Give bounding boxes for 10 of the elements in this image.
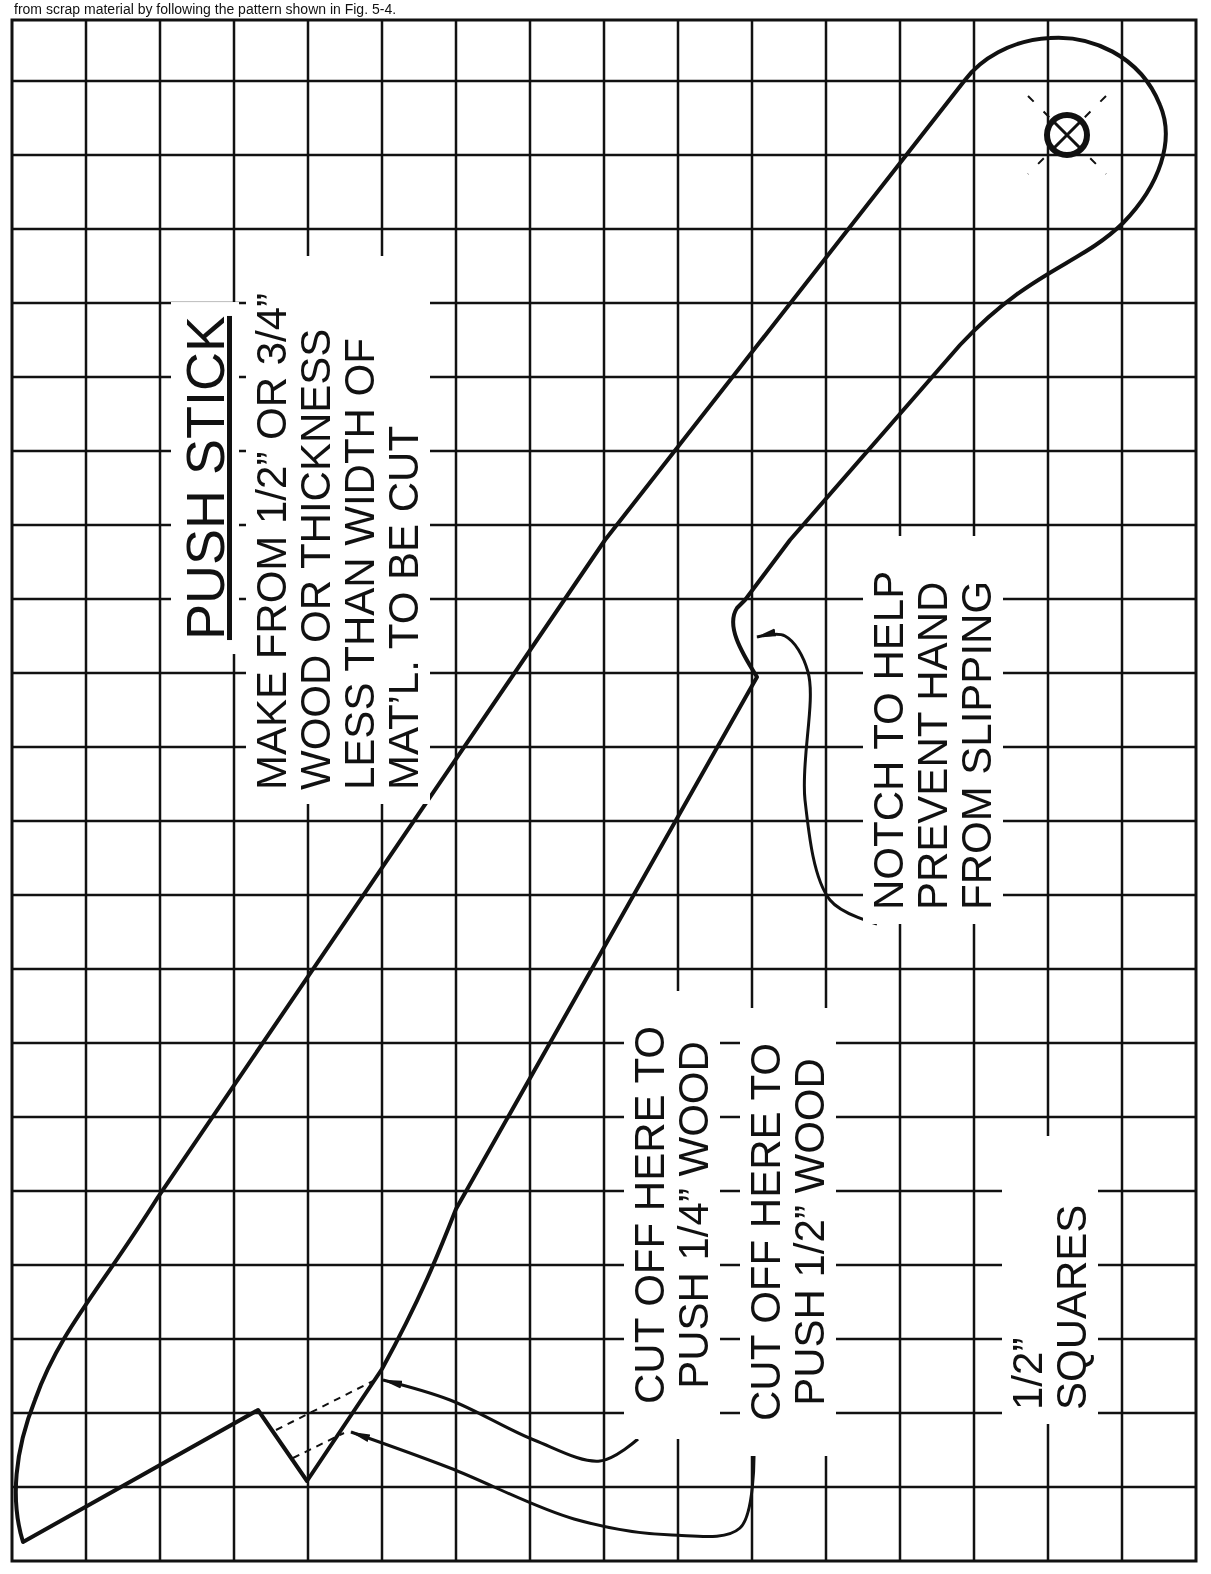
leader-line <box>382 1378 639 1463</box>
title: PUSH STICK <box>171 301 239 655</box>
scale-note: 1/2” SQUARES <box>1002 1136 1098 1424</box>
instruction-note: MAKE FROM 1/2” OR 3/4” WOOD OR THICKNESS LESS THAN WIDTH OF MAT’L. TO BE CUT <box>246 256 430 804</box>
callout-text: CUT OFF HERE TO PUSH 1/2” WOOD <box>740 1008 836 1456</box>
caption-text: from scrap material by following the pattern shown in Fig. 5-4. <box>14 0 397 18</box>
leader-line <box>350 1430 756 1538</box>
leader-line <box>756 628 878 926</box>
callout-text: NOTCH TO HELP PREVENT HAND FROM SLIPPING <box>863 536 1003 924</box>
callout-text: CUT OFF HERE TO PUSH 1/4” WOOD <box>624 991 720 1439</box>
